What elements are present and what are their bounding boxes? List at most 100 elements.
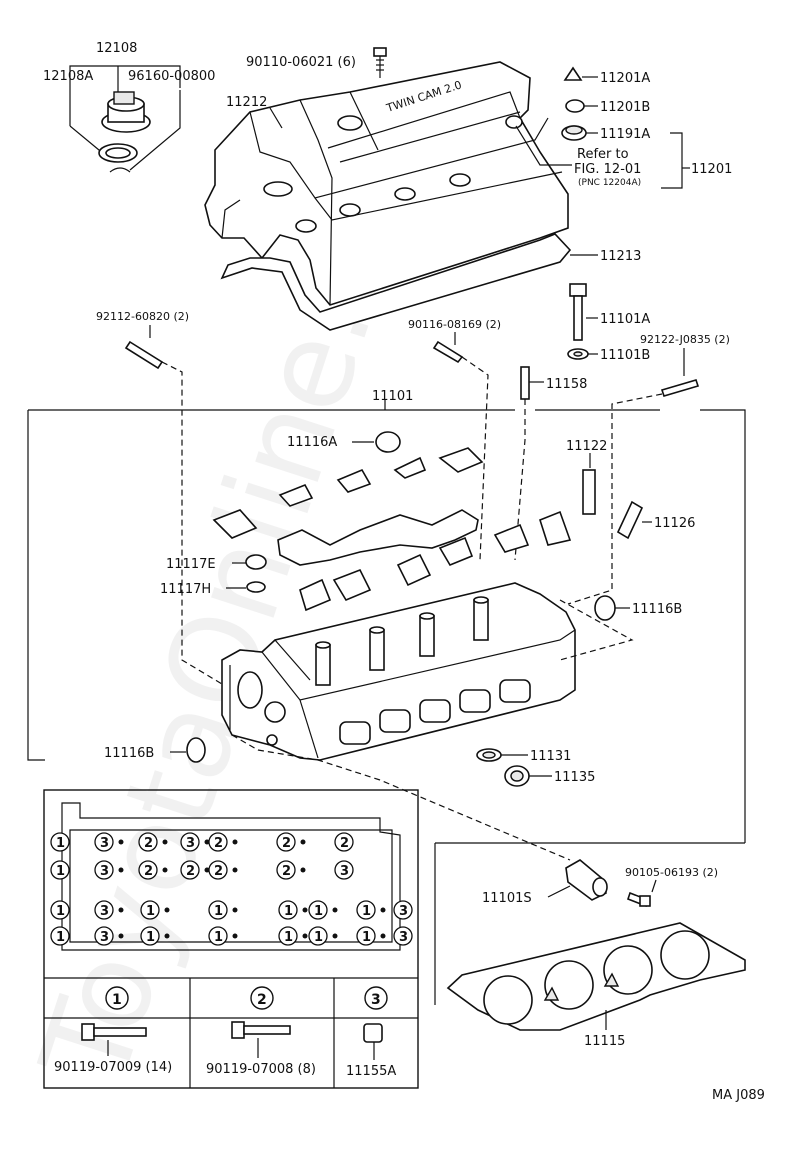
oil-filler-cap[interactable]	[101, 91, 151, 133]
bolt-position-number: 1	[56, 930, 65, 945]
label-90110-06021: 90110-06021 (6)	[246, 55, 356, 70]
stud-92122[interactable]	[660, 379, 700, 397]
bolt-position-number: 3	[186, 836, 195, 851]
grommet-11201a[interactable]	[563, 66, 583, 81]
label-11201b: 11201B	[600, 100, 650, 115]
bolt-position-number: 2	[186, 864, 195, 879]
pin-11126[interactable]	[616, 500, 644, 540]
bolt-hole-dot	[232, 867, 238, 873]
bolt-position-circle	[334, 860, 354, 880]
label-11116b-right: 11116B	[632, 602, 682, 617]
bolt-position-number: 1	[362, 904, 371, 919]
bolt-position-circle	[94, 900, 114, 920]
bolt-position-number: 1	[284, 930, 293, 945]
head-cover-gasket[interactable]	[220, 233, 572, 331]
bolt-position-circle	[208, 926, 228, 946]
bolt-position-circle	[140, 926, 160, 946]
plug-11116a[interactable]	[375, 431, 401, 453]
bolt-position-number: 2	[340, 836, 349, 851]
refer-to-text: Refer to	[577, 147, 629, 162]
washer-11101b[interactable]	[567, 348, 589, 360]
bolt-position-circle	[208, 860, 228, 880]
bolt-position-number: 1	[56, 836, 65, 851]
cylinder-head-cover[interactable]: TWIN CAM 2.0	[204, 61, 569, 306]
label-11122: 11122	[566, 439, 607, 454]
label-12108a: 12108A	[43, 69, 93, 84]
label-11201: 11201	[691, 162, 732, 177]
bolt-hole-dot	[332, 907, 338, 913]
grommet-11201b[interactable]	[565, 99, 585, 113]
bolt-hole-dot	[162, 839, 168, 845]
bolt-position-circle	[94, 926, 114, 946]
bolt-position-circle	[138, 860, 158, 880]
label-11101: 11101	[372, 389, 413, 404]
diagram-code: MA J089	[712, 1088, 765, 1103]
stud-11158[interactable]	[520, 366, 530, 400]
washer-11117h[interactable]	[246, 581, 266, 593]
bolt-position-number: 1	[56, 864, 65, 879]
label-11155a: 11155A	[346, 1064, 396, 1079]
bolt-hole-dot	[118, 933, 124, 939]
bolt-position-number: 2	[282, 836, 291, 851]
plug-11116b-right[interactable]	[594, 595, 616, 621]
oil-filler-cap-group: 12108 12108A 96160-00800	[43, 41, 215, 173]
bolt-position-number: 3	[100, 864, 109, 879]
bolt-90105[interactable]	[627, 891, 651, 908]
bolt-hole-dot	[380, 933, 386, 939]
bolt-position-circle	[50, 860, 70, 880]
bolt-position-number: 1	[314, 930, 323, 945]
label-11117e: 11117E	[166, 557, 216, 572]
seal-11131[interactable]	[476, 748, 502, 762]
bolt-hole-dot	[232, 933, 238, 939]
legend-header-3: 3	[364, 986, 388, 1010]
pnc-reference: (PNC 12204A)	[578, 178, 641, 188]
stud-90116[interactable]	[432, 340, 464, 364]
bolt-90119-07009[interactable]	[81, 1023, 147, 1041]
bolt-position-number: 1	[284, 904, 293, 919]
bolt-90119-07008[interactable]	[231, 1021, 291, 1039]
bolt-hole-dot	[118, 839, 124, 845]
bolt-position-number: 1	[214, 904, 223, 919]
cover-bolt-90110[interactable]: 90110-06021 (6)	[246, 47, 387, 78]
label-11126: 11126	[654, 516, 695, 531]
label-11191a: 11191A	[600, 127, 650, 142]
bolt-position-circle	[50, 900, 70, 920]
bolt-position-number: 2	[214, 864, 223, 879]
bolt-position-number: 2	[282, 864, 291, 879]
bolt-position-number: 3	[100, 904, 109, 919]
bolt-position-circle	[278, 926, 298, 946]
head-gasket-11115[interactable]	[446, 922, 746, 1031]
plug-11117e[interactable]	[245, 554, 267, 570]
cam-position-housing-11101s[interactable]	[565, 859, 608, 901]
bolt-hole-dot	[204, 867, 210, 873]
cylinder-head[interactable]	[221, 582, 576, 761]
bolt-position-number: 1	[362, 930, 371, 945]
bolt-position-circle	[94, 860, 114, 880]
bolt-position-circle	[356, 926, 376, 946]
plug-11116b-left[interactable]	[186, 737, 206, 763]
filler-cap-gasket[interactable]	[98, 143, 138, 163]
camshaft-bearing-caps[interactable]	[212, 447, 572, 612]
bolt-position-number: 1	[214, 930, 223, 945]
bolt-position-circle	[276, 832, 296, 852]
stud-92112[interactable]	[124, 340, 164, 370]
bolt-position-number: 3	[399, 904, 408, 919]
legend-code-1: 1	[112, 992, 122, 1008]
cam-bearing-bridge[interactable]	[277, 509, 479, 566]
bolt-11155a[interactable]	[363, 1023, 383, 1043]
bolt-hole-dot	[164, 907, 170, 913]
bolt-position-number: 1	[56, 904, 65, 919]
guide-11122[interactable]	[582, 469, 596, 515]
label-11131: 11131	[530, 749, 571, 764]
bolt-position-circle	[140, 900, 160, 920]
bolt-position-circle	[276, 860, 296, 880]
bolt-11101a[interactable]	[569, 283, 587, 341]
legend-code-3: 3	[371, 992, 381, 1008]
oil-seal-11191a[interactable]	[561, 125, 587, 141]
legend-code-2: 2	[257, 992, 267, 1008]
bolt-position-circle	[308, 926, 328, 946]
seal-11135[interactable]	[504, 765, 530, 787]
label-11101s: 11101S	[482, 891, 532, 906]
